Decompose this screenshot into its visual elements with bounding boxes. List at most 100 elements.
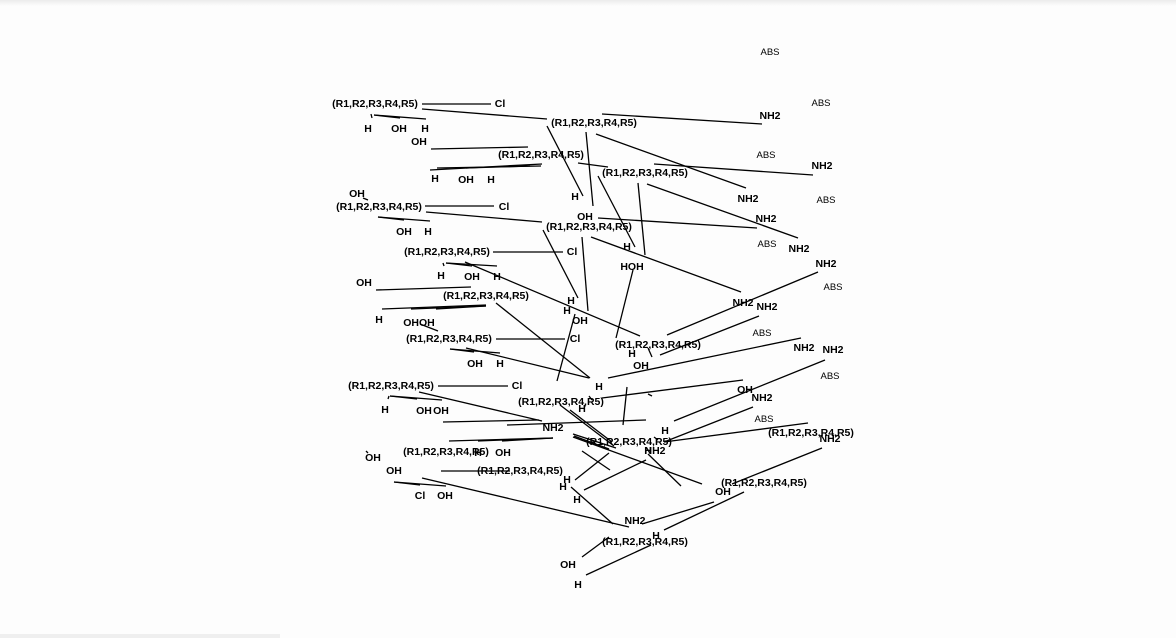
- chloro-label: Cl: [495, 98, 506, 110]
- r-group-label: (R1,R2,R3,R4,R5): [498, 149, 584, 161]
- bond-line: [574, 452, 610, 481]
- bond-line: [583, 459, 647, 491]
- stereo-abs-label: ABS: [754, 414, 773, 425]
- bond-line: [421, 108, 548, 120]
- amine-label: NH2: [815, 258, 836, 270]
- hydroxyl-label: OH: [356, 277, 372, 289]
- r-group-label: (R1,R2,R3,R4,R5): [404, 246, 490, 258]
- hydrogen-label: H: [487, 174, 495, 186]
- bond-line: [585, 131, 594, 207]
- chloro-label: Cl: [415, 490, 426, 502]
- bond-line: [673, 359, 826, 422]
- bond-line: [495, 302, 591, 379]
- hydroxyl-label: OH: [715, 486, 731, 498]
- r-group-label: (R1,R2,R3,R4,R5): [518, 396, 604, 408]
- bond-line: [659, 315, 760, 356]
- amine-label: NH2: [756, 301, 777, 313]
- bond-line: [607, 337, 802, 379]
- hydrogen-label: H: [571, 191, 579, 203]
- chloro-label: Cl: [499, 201, 510, 213]
- amine-label: NH2: [751, 392, 772, 404]
- hydroxyl-label: OH: [396, 226, 412, 238]
- chloro-label: Cl: [570, 333, 581, 345]
- bond-line: [375, 286, 472, 291]
- bond-line: [637, 182, 646, 256]
- bond-line: [572, 433, 617, 449]
- bond-line: [663, 491, 745, 531]
- stereo-abs-label: ABS: [820, 371, 839, 382]
- hydrogen-label: H: [567, 295, 575, 307]
- hydrogen-label: H: [381, 404, 389, 416]
- bond-line: [573, 435, 610, 450]
- hydrogen-label: H: [578, 403, 586, 415]
- hydrogen-label: H: [375, 314, 383, 326]
- bond-line: [442, 419, 540, 423]
- bond-line: [556, 313, 576, 382]
- bond-line: [465, 347, 590, 379]
- hydrogen-label: H: [474, 447, 482, 459]
- bond-line: [546, 125, 584, 197]
- r-group-label: (R1,R2,R3,R4,R5): [332, 98, 418, 110]
- bond-line: [389, 395, 418, 400]
- amine-label: NH2: [793, 342, 814, 354]
- bond-line: [595, 133, 747, 189]
- bond-line: [577, 162, 609, 168]
- amine-label: NH2: [737, 193, 758, 205]
- bond-line: [421, 477, 630, 528]
- hydrogen-label: H: [573, 494, 581, 506]
- bond-line: [666, 271, 819, 336]
- bond-line: [590, 236, 742, 293]
- bond-line: [588, 395, 593, 401]
- hydroxyl-label: OH: [437, 490, 453, 502]
- bond-line: [622, 386, 628, 426]
- amine-label: NH2: [788, 243, 809, 255]
- amine-label: NH2: [759, 110, 780, 122]
- bond-line: [365, 450, 369, 454]
- bond-line: [646, 183, 799, 239]
- hydrogen-label: H: [424, 226, 432, 238]
- bond-line: [506, 419, 647, 426]
- chloro-label: Cl: [512, 380, 523, 392]
- hydroxyl-label: OH: [464, 271, 480, 283]
- bond-line: [663, 406, 754, 443]
- hydrogen-label: H: [661, 425, 669, 437]
- r-group-label: (R1,R2,R3,R4,R5): [348, 380, 434, 392]
- hydroxyl-label: OH: [365, 452, 381, 464]
- r-group-label: (R1,R2,R3,R4,R5): [768, 427, 854, 439]
- hydrogen-label: H: [595, 381, 603, 393]
- bond-line: [393, 481, 421, 486]
- hydroxyl-label: OH: [572, 315, 588, 327]
- amine-label: NH2: [542, 422, 563, 434]
- stereo-abs-label: ABS: [816, 195, 835, 206]
- r-group-label: (R1,R2,R3,R4,R5): [615, 339, 701, 351]
- bond-line: [442, 262, 445, 267]
- chloro-label: Cl: [567, 246, 578, 258]
- hydroxyl-label: OHOH: [403, 317, 435, 329]
- r-group-label: (R1,R2,R3,R4,R5): [602, 536, 688, 548]
- bond-line: [445, 262, 473, 267]
- bond-line: [647, 453, 682, 487]
- amine-label: NH2: [732, 297, 753, 309]
- hydrogen-label: H: [563, 305, 571, 317]
- bond-line: [387, 395, 390, 400]
- hydrogen-label: H: [437, 270, 445, 282]
- bond-line: [464, 261, 641, 337]
- stereo-abs-label: ABS: [811, 98, 830, 109]
- bond-line: [570, 486, 614, 525]
- bond-line: [449, 348, 475, 353]
- bond-line: [370, 113, 373, 119]
- stereo-abs-label: ABS: [757, 239, 776, 250]
- amine-label: NH2: [644, 445, 665, 457]
- bond-line: [419, 323, 439, 332]
- bond-line: [572, 436, 703, 485]
- r-group-label: (R1,R2,R3,R4,R5): [721, 477, 807, 489]
- hydrogen-label: H: [421, 123, 429, 135]
- hydrogen-label: H: [628, 348, 636, 360]
- bond-line: [501, 437, 554, 442]
- hydrogen-label: H: [496, 358, 504, 370]
- bond-line: [418, 391, 543, 422]
- hydrogen-label: H: [493, 271, 501, 283]
- hydroxyl-label: OH: [411, 136, 427, 148]
- bond-line: [377, 216, 405, 221]
- stereo-abs-label: ABS: [760, 47, 779, 58]
